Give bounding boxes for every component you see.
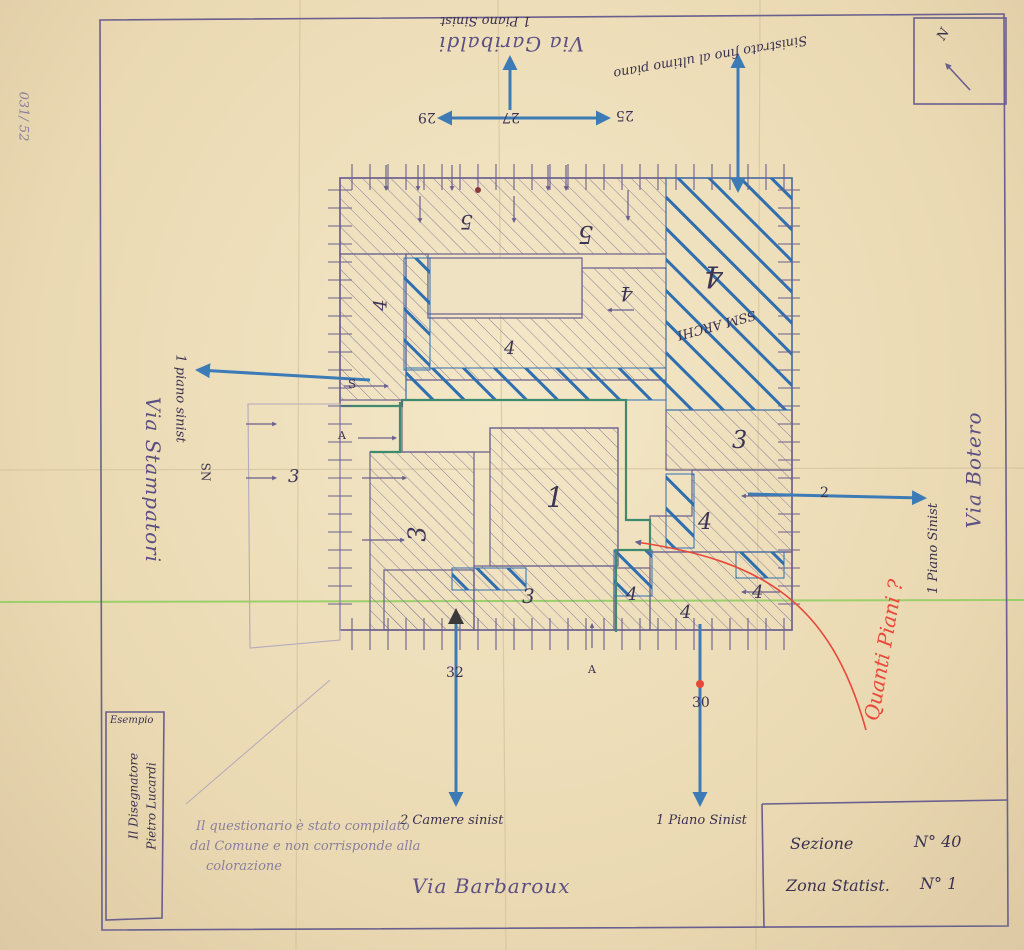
footnote-line-2: dal Comune e non corrisponde alla — [190, 839, 421, 854]
damaged-areas — [403, 177, 793, 597]
north-arrow-icon — [945, 63, 971, 91]
stamp-header: Esempio — [110, 715, 154, 726]
footnote-line-3: colorazione — [206, 859, 282, 874]
storey-west-outside: 3 — [288, 466, 300, 487]
margin-number: 031/ 52 — [15, 91, 31, 142]
stamp-line-2: Pietro Lucardi — [144, 762, 159, 850]
stamp-line-1: Il Disegnatore — [126, 752, 141, 840]
storey-se-c: 4 — [752, 582, 764, 603]
drawing-frame — [99, 13, 1009, 931]
storey-ne-big: 4 — [704, 258, 724, 293]
section-a-top: A — [338, 429, 346, 442]
street-east: Via Botero — [961, 411, 986, 529]
courtyard-wing — [401, 400, 619, 566]
entrance-marker-north — [475, 187, 481, 193]
storey-east-lower: 4 — [698, 510, 712, 535]
storey-west-lower: 3 — [403, 526, 432, 542]
storey-se-b: 4 — [680, 602, 692, 623]
storey-west-upper: 4 — [370, 299, 392, 311]
note-south-30: 1 Piano Sinist — [656, 813, 747, 828]
sn-mark: SN — [198, 462, 213, 482]
section-a-bottom: A — [588, 663, 596, 676]
question-pointer — [634, 539, 867, 731]
entrance-marker-30 — [696, 680, 704, 688]
note-east-damage: 1 Piano Sinist — [925, 503, 941, 594]
storey-south-small: 3 — [522, 584, 535, 608]
civic-27: 27 — [502, 109, 520, 125]
civic-30: 30 — [692, 695, 710, 711]
note-north-top: 1 Piano Sinist — [440, 13, 531, 28]
storey-north-a: 5 — [460, 210, 473, 234]
storey-ne-block: 4 — [620, 282, 633, 306]
s-mark: S — [348, 377, 357, 391]
damage-arrows — [195, 53, 927, 807]
footnote-leader — [185, 679, 331, 805]
title-zone-number: N° 1 — [920, 874, 958, 893]
note-south-32: 2 Camere sinist — [400, 813, 504, 828]
entrance-marker-32 — [448, 608, 464, 624]
storey-se-a: 4 — [626, 584, 638, 605]
storey-center: 1 — [546, 481, 564, 514]
street-south: Via Barbaroux — [412, 874, 571, 898]
street-north: Via Garibaldi — [438, 32, 584, 56]
civic-s2: 2 — [820, 485, 829, 501]
civic-29: 29 — [418, 109, 436, 125]
frontage-ticks — [328, 164, 800, 650]
civic-25: 25 — [616, 107, 634, 123]
note-west-damage: 1 piano sinist — [172, 354, 188, 443]
courtyard — [427, 257, 583, 315]
footnote-line-1: Il questionario è stato compilato — [196, 819, 410, 834]
west-ghost-building — [247, 403, 341, 649]
street-west: Via Stampatori — [141, 396, 166, 564]
title-section-label: Sezione — [790, 834, 854, 853]
storey-north-b: 5 — [578, 220, 594, 248]
storey-courtyard-wing: 4 — [504, 338, 516, 359]
civic-32: 32 — [446, 665, 464, 681]
storey-east-upper: 3 — [732, 426, 748, 454]
title-zone-label: Zona Statist. — [786, 876, 890, 895]
title-section-number: N° 40 — [914, 832, 962, 851]
